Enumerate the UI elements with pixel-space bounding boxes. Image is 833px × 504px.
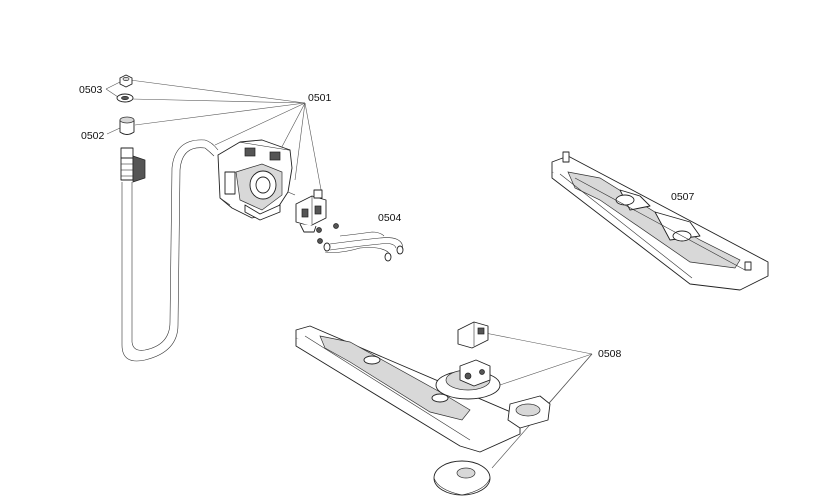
- part-0508-lower-spray-assembly: [295, 321, 551, 496]
- part-0503-nut-and-washer: [116, 74, 134, 103]
- part-0507-spray-rail: [551, 151, 769, 291]
- label-0508: 0508: [598, 348, 622, 360]
- label-0502: 0502: [81, 130, 105, 142]
- solenoid-valve: [295, 189, 339, 244]
- part-0501-valve-block: [217, 139, 296, 221]
- part-0504-hoses: [323, 231, 404, 262]
- part-0502-cap: [119, 116, 135, 135]
- label-0501: 0501: [308, 92, 332, 104]
- label-0503: 0503: [79, 84, 103, 96]
- inlet-hose: [120, 139, 219, 362]
- label-0504: 0504: [378, 212, 402, 224]
- label-0507: 0507: [671, 191, 695, 203]
